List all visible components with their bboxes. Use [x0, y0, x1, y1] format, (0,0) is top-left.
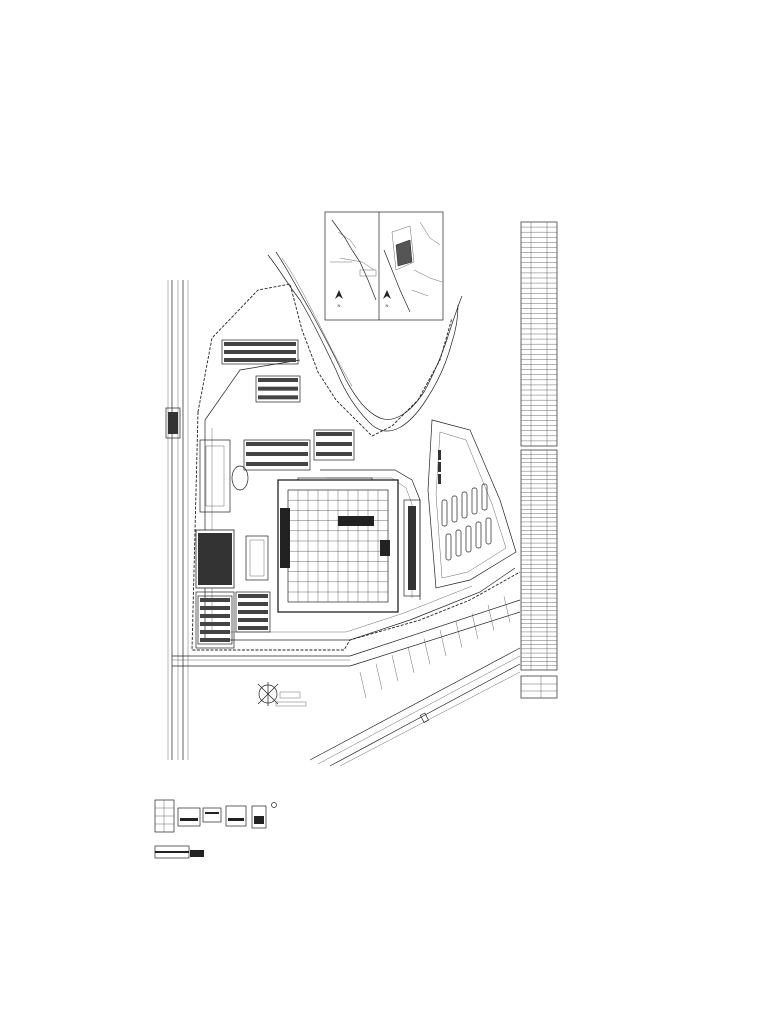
- site-location-hatch: [395, 239, 413, 267]
- title-block: [520, 221, 558, 699]
- parking-lot: [197, 595, 233, 645]
- highway-left: [165, 280, 189, 760]
- roundabout-feature: [257, 682, 307, 707]
- north-arrow-label: N: [386, 303, 389, 308]
- title-block-stamp: [520, 675, 558, 699]
- highway-diagonal: [309, 596, 521, 767]
- north-arrow-icon: [335, 290, 343, 299]
- location-inset-map: N N: [324, 211, 444, 321]
- north-arrow-icon: [383, 290, 391, 299]
- main-site-plan: [165, 251, 521, 767]
- north-arrow-label: N: [338, 303, 341, 308]
- parking-lot: [235, 591, 271, 633]
- schedule-rows-top: [521, 226, 557, 442]
- parking-lot: [243, 439, 311, 471]
- parking-lots: [197, 339, 373, 645]
- main-road-bottom: [172, 599, 521, 667]
- schedule-rows-bottom: [521, 454, 557, 666]
- right-parking-area: [427, 419, 517, 589]
- left-building-cluster: [195, 439, 249, 649]
- parking-lot: [221, 339, 299, 365]
- main-building: [245, 479, 421, 613]
- parking-lot: [255, 375, 301, 403]
- river-channel: [267, 251, 463, 432]
- building-grid: [288, 490, 388, 602]
- parking-lot: [313, 429, 355, 461]
- detail-drawings: [154, 799, 277, 859]
